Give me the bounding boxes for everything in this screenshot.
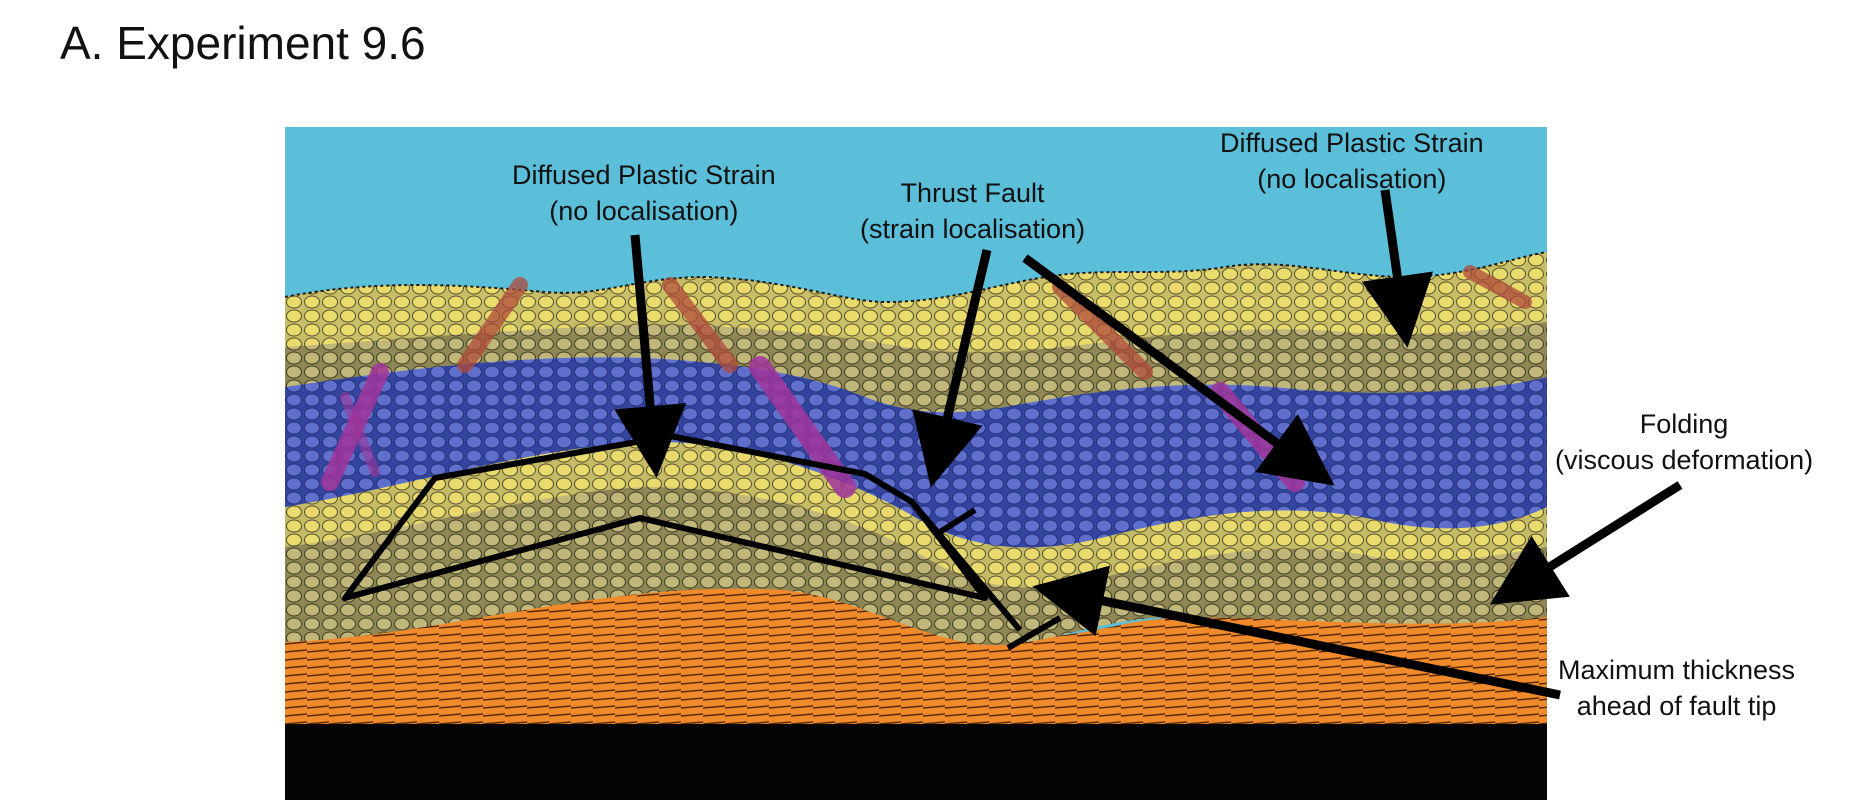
label-diffused-right-line1: Diffused Plastic Strain (1220, 128, 1484, 158)
label-diffused-left-line1: Diffused Plastic Strain (512, 160, 776, 190)
label-diffused-right: Diffused Plastic Strain (no localisation… (1220, 125, 1484, 197)
strain-band (457, 277, 528, 373)
label-folding: Folding (viscous deformation) (1555, 406, 1813, 478)
panel-title: A. Experiment 9.6 (60, 17, 426, 69)
label-diffused-left: Diffused Plastic Strain (no localisation… (512, 157, 776, 229)
strain-band (662, 277, 738, 373)
strain-band (1463, 265, 1532, 309)
label-thrust-fault: Thrust Fault (strain localisation) (860, 175, 1085, 247)
basement (285, 724, 1547, 800)
label-folding-line2: (viscous deformation) (1555, 445, 1814, 475)
label-thrust-fault-line1: Thrust Fault (900, 178, 1045, 208)
label-thrust-fault-line2: (strain localisation) (860, 214, 1086, 244)
label-diffused-right-line2: (no localisation) (1257, 164, 1447, 194)
label-max-thickness: Maximum thickness ahead of fault tip (1558, 652, 1795, 724)
label-max-thickness-line1: Maximum thickness (1558, 655, 1796, 685)
label-diffused-left-line2: (no localisation) (549, 196, 739, 226)
label-max-thickness-line2: ahead of fault tip (1576, 691, 1777, 721)
label-folding-line1: Folding (1639, 409, 1729, 439)
